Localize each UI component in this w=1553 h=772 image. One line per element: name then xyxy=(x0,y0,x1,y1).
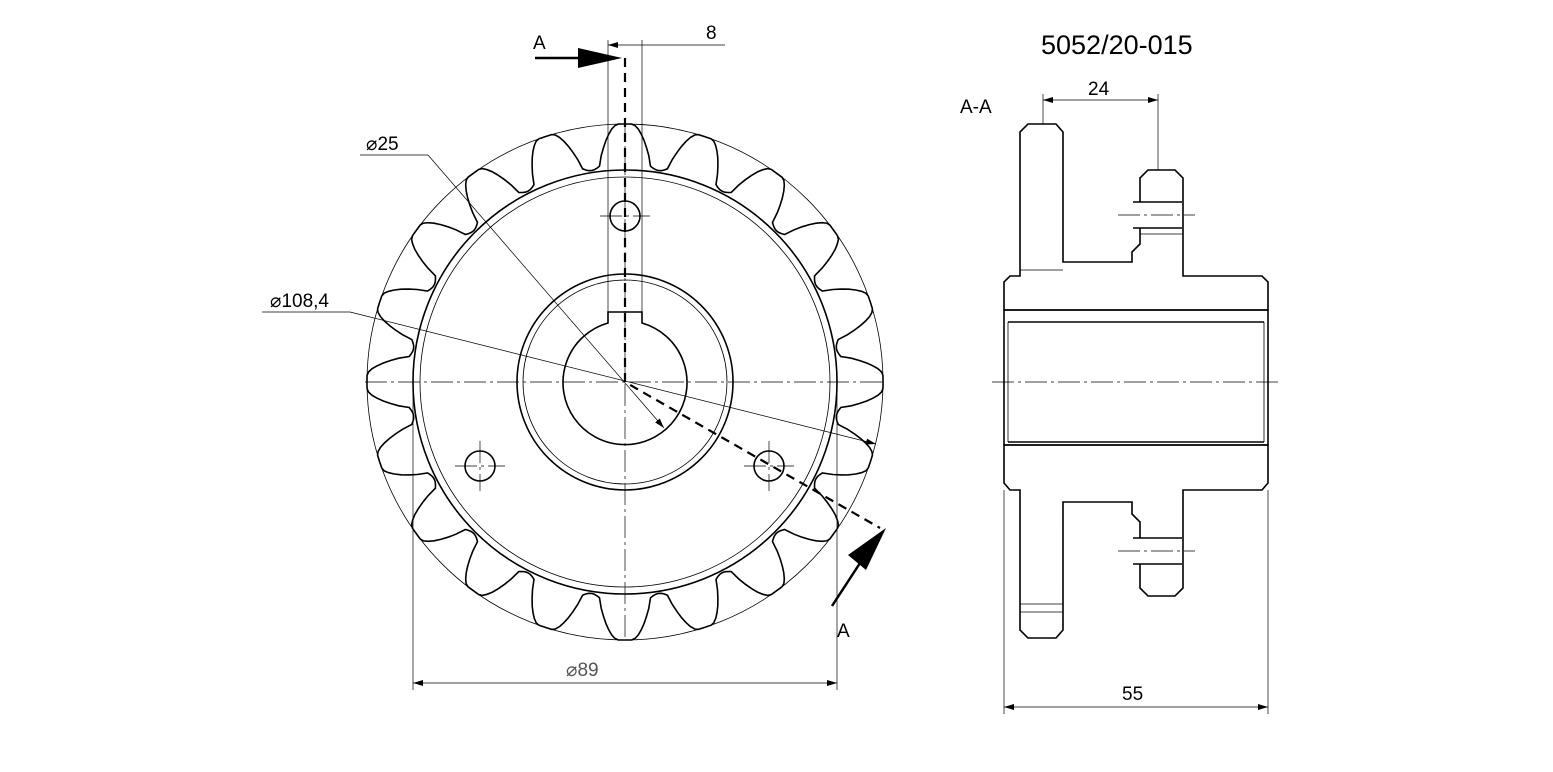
hub-diameter-label: ⌀89 xyxy=(566,660,599,681)
bolt-hole-right xyxy=(744,441,794,491)
hub-offset-value: 24 xyxy=(1088,79,1110,100)
total-length-dimension xyxy=(1003,490,1269,714)
bore-diameter-label: ⌀25 xyxy=(366,134,399,155)
cut-marker-top-label: A xyxy=(533,33,546,54)
section-view-a-a: 5052/20-015 A-A xyxy=(960,30,1280,714)
section-arrow-top xyxy=(535,48,622,68)
outer-diameter-label: ⌀108,4 xyxy=(270,291,329,312)
keyway-width-dimension xyxy=(607,40,725,312)
section-lower-half xyxy=(1003,444,1269,639)
hub-diameter-dimension xyxy=(412,382,838,690)
section-upper-half xyxy=(1003,123,1269,311)
outer-diameter-leader xyxy=(262,311,877,445)
keyway-width-value: 8 xyxy=(706,23,717,44)
bore-diameter-leader xyxy=(360,154,665,429)
bore-with-keyway xyxy=(562,311,688,446)
part-number: 5052/20-015 xyxy=(1041,30,1193,60)
section-arrow-bottom xyxy=(830,528,886,607)
section-label: A-A xyxy=(960,97,992,118)
total-length-value: 55 xyxy=(1122,684,1143,705)
cut-marker-bottom-label: A xyxy=(837,621,850,642)
bolt-hole-left xyxy=(455,441,505,491)
hub-offset-dimension xyxy=(1042,94,1159,170)
sprocket-teeth-profile xyxy=(366,123,884,641)
section-cut-line xyxy=(623,58,881,529)
sprocket-front-view: A A 8 ⌀25 ⌀108,4 ⌀89 xyxy=(262,23,886,690)
